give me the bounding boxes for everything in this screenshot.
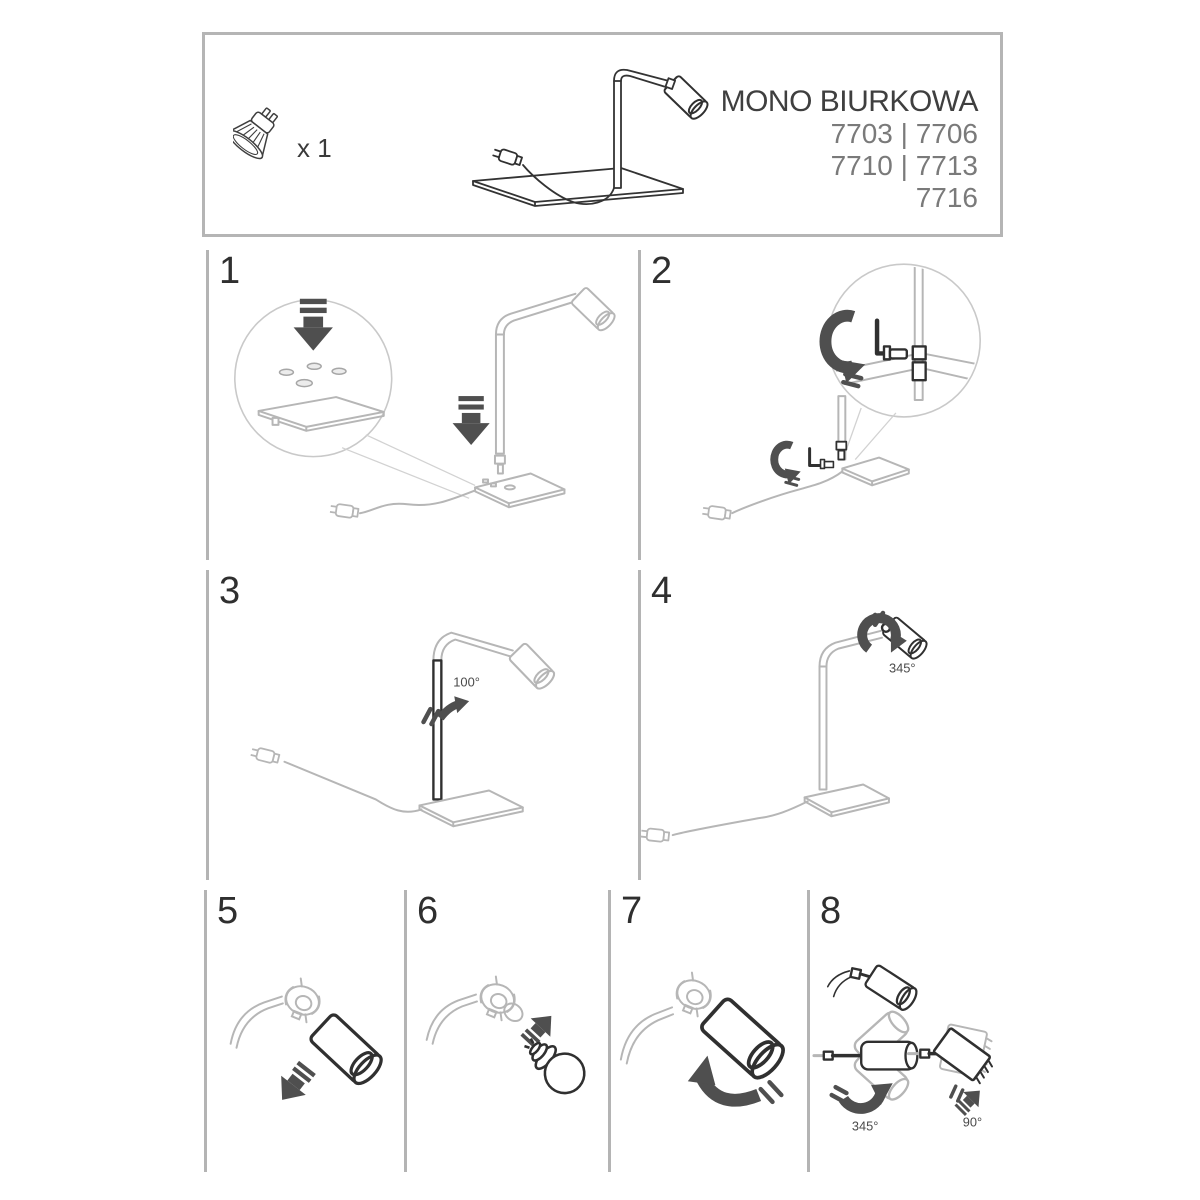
step-panel-5: 5: [204, 890, 400, 1172]
step-number: 7: [621, 890, 643, 932]
lamp-head: [863, 963, 921, 1014]
step-4-illustration: 345°: [641, 610, 931, 844]
step-panel-4: 4 345°: [638, 570, 1005, 880]
lamp-head: [860, 1040, 919, 1071]
model-number-line: 7710 | 7713: [830, 150, 978, 182]
power-plug-icon: [249, 745, 281, 766]
header-box: x 1 MONO BIURKOWA 7703 | 7706 7710: [202, 32, 1003, 237]
title-block: MONO BIURKOWA 7703 | 7706 7710 | 7713 77…: [720, 85, 979, 215]
step-panel-3: 3 100°: [206, 570, 630, 880]
power-plug-icon: [328, 502, 360, 520]
bulb-quantity-label: x 1: [297, 133, 332, 163]
step-5-illustration: [229, 974, 388, 1110]
step-8-illustration: 345° 90°: [812, 963, 994, 1133]
step-7-illustration: [619, 968, 791, 1107]
step-number: 8: [820, 890, 842, 932]
rotate-arrow-icon: [857, 613, 901, 653]
angle-label: 345°: [889, 660, 916, 675]
model-number-line: 7716: [915, 182, 978, 214]
power-plug-icon: [701, 504, 732, 522]
angle-label: 100°: [453, 674, 480, 689]
lamp-socket-assembly: [473, 972, 522, 1024]
step-number: 3: [219, 570, 241, 612]
step-number: 4: [651, 570, 673, 612]
shade-tube: [307, 1011, 388, 1090]
tilt-angle-label: 90°: [963, 1115, 982, 1130]
step-2-illustration: [701, 263, 981, 522]
down-arrow-icon: [452, 396, 490, 446]
lamp-shade: [507, 641, 558, 693]
step-number: 2: [651, 250, 673, 292]
power-plug-icon: [641, 826, 671, 844]
step-panel-2: 2: [638, 250, 1005, 560]
step-3-illustration: 100°: [249, 631, 558, 828]
shade-tube: [697, 995, 791, 1085]
step-1-illustration: [234, 285, 619, 520]
lamp-head: [932, 1027, 991, 1082]
down-arrow-icon: [293, 298, 333, 351]
rotate-arrow-icon: [838, 1091, 887, 1114]
rotate-arrow-icon: [437, 700, 460, 721]
allen-key-icon: [808, 447, 823, 467]
rotate-arrow-icon: [770, 440, 794, 479]
remove-arrow-icon: [269, 1057, 320, 1110]
step-panel-6: 6: [404, 890, 604, 1172]
product-lamp-illustration: [472, 68, 711, 207]
lamp-pole-highlight: [432, 659, 443, 801]
step-number: 5: [217, 890, 239, 932]
rotate-angle-label: 345°: [852, 1118, 878, 1133]
lamp-socket-assembly: [278, 974, 327, 1026]
lamp-shade: [569, 285, 619, 334]
step-number: 6: [417, 890, 439, 932]
attach-arrow-icon: [696, 1075, 762, 1107]
step-panel-1: 1: [206, 250, 630, 560]
step-panel-7: 7: [608, 890, 803, 1172]
lamp-socket-assembly: [669, 968, 719, 1020]
product-title: MONO BIURKOWA: [720, 85, 979, 118]
step-6-illustration: [425, 972, 594, 1103]
gu10-bulb-icon: [233, 107, 278, 160]
step-number: 1: [219, 250, 241, 292]
step-panel-8: 8 345°: [807, 890, 1005, 1172]
model-number-line: 7703 | 7706: [830, 118, 978, 149]
